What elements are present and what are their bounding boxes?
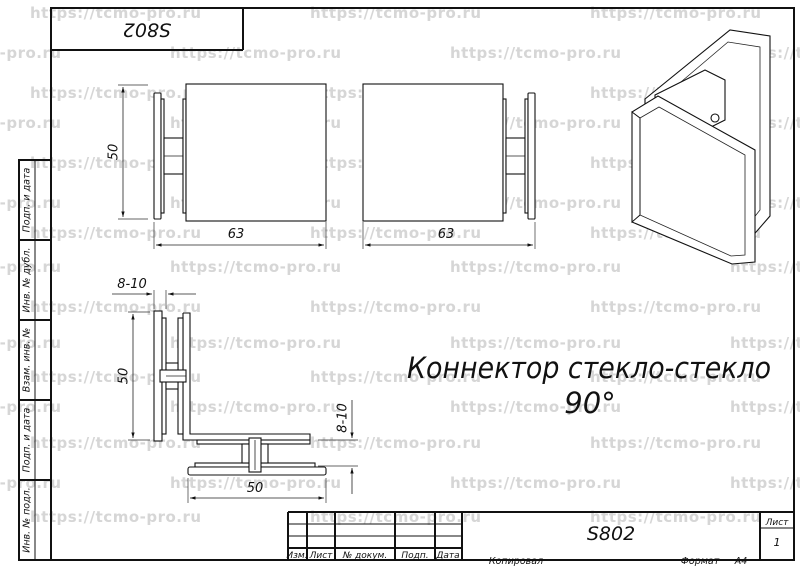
code-box-top: S802 [51, 8, 244, 51]
watermark-text: https://tcmo-pro.ru [310, 224, 482, 242]
watermark-text: https://tcmo-pro.ru [0, 474, 62, 492]
stamp-label-orig-inv: Инв. № подл. [22, 487, 33, 553]
stamp-label-replace-inv: Взам. инв. № [22, 328, 33, 393]
stamp-label-dup-inv: Инв. № дубл. [22, 248, 33, 313]
dim-section-height-value: 50 [117, 368, 132, 385]
watermark-text: https://tcmo-pro.ru [730, 474, 800, 492]
drawing-code-upside-down: S802 [123, 19, 171, 41]
watermark-text: https://tcmo-pro.ru [310, 4, 482, 22]
front-view-left [153, 83, 327, 222]
watermark-text: https://tcmo-pro.ru [30, 298, 202, 316]
watermark-text: https://tcmo-pro.ru [310, 298, 482, 316]
watermark-text: https://tcmo-pro.ru [310, 368, 482, 386]
section-view [153, 310, 327, 476]
dim-front-width-left: 63 [153, 222, 327, 249]
drawing-angle: 90° [564, 386, 615, 420]
watermark-text: https://tcmo-pro.ru [450, 44, 622, 62]
side-stamp: Подп. и дата Инв. № дубл. Взам. инв. № П… [18, 159, 52, 561]
watermark-text: https://tcmo-pro.ru [0, 258, 62, 276]
watermark-text: https://tcmo-pro.ru [0, 334, 62, 352]
dim-front-width-right-value: 63 [438, 227, 455, 242]
stamp-label-sign-date-1: Подп. и дата [22, 167, 33, 232]
title-block: Изм. Лист № докум. Подп. Дата S802 Лист … [286, 511, 794, 561]
watermark-text: https://tcmo-pro.ru [590, 298, 762, 316]
dim-section-width-value: 50 [247, 481, 264, 496]
watermark-text: https://tcmo-pro.ru [0, 398, 62, 416]
stamp-label-sign-date-2: Подп. и дата [22, 407, 33, 472]
watermark-text: https://tcmo-pro.ru [590, 368, 762, 386]
dim-section-gap-top-value: 8-10 [117, 277, 147, 292]
watermark-text: https://tcmo-pro.ru [310, 434, 482, 452]
dim-section-gap-right-value: 8-10 [336, 403, 351, 433]
watermark-text: https://tcmo-pro.ru [30, 4, 202, 22]
format-value: A4 [734, 556, 748, 566]
dim-front-height-value: 50 [107, 144, 122, 161]
front-view-right [362, 83, 536, 222]
col-label-doc-number: № докум. [342, 551, 387, 561]
copied-label: Копировал [489, 556, 543, 566]
watermark-text: https://tcmo-pro.ru [0, 194, 62, 212]
watermark-text: https://tcmo-pro.ru [450, 398, 622, 416]
watermark-text: https://tcmo-pro.ru [590, 434, 762, 452]
dim-front-width-left-value: 63 [228, 227, 245, 242]
drawing-code: S802 [587, 523, 635, 545]
col-label-change: Изм. [286, 551, 307, 561]
watermark-text: https://tcmo-pro.ru [30, 508, 202, 526]
col-label-signature: Подп. [401, 551, 428, 561]
watermark-text: https://tcmo-pro.ru [450, 474, 622, 492]
isometric-view [631, 29, 771, 265]
dim-section-gap-right: 8-10 [318, 400, 358, 494]
watermark-text: https://tcmo-pro.ru [170, 474, 342, 492]
drawing-title: Коннектор стекло-стекло [407, 351, 771, 385]
dim-front-width-right: 63 [362, 222, 536, 249]
dim-front-height: 50 [107, 84, 148, 220]
sheet-label: Лист [765, 518, 790, 528]
watermark-text: https://tcmo-pro.ru [590, 4, 762, 22]
dim-section-width: 50 [187, 478, 327, 503]
format-label: Формат [681, 556, 720, 566]
watermark-text: https://tcmo-pro.ru [170, 334, 342, 352]
watermark-text: https://tcmo-pro.ru [450, 258, 622, 276]
watermark-text: https://tcmo-pro.ru [170, 258, 342, 276]
watermark-text: https://tcmo-pro.ru [730, 334, 800, 352]
watermark-text: https://tcmo-pro.ru [30, 224, 202, 242]
dim-section-height: 50 [117, 311, 150, 441]
watermark-text: https://tcmo-pro.ru [30, 84, 202, 102]
col-label-sheet: Лист [309, 551, 334, 561]
watermark-text: https://tcmo-pro.ru [450, 334, 622, 352]
watermark-text: https://tcmo-pro.ru [170, 44, 342, 62]
watermark-text: https://tcmo-pro.ru [0, 44, 62, 62]
watermark-text: https://tcmo-pro.ru [170, 398, 342, 416]
watermark-text: https://tcmo-pro.ru [30, 434, 202, 452]
dim-section-gap-top: 8-10 [112, 277, 196, 309]
watermark-text: https://tcmo-pro.ru [730, 398, 800, 416]
watermark-text: https://tcmo-pro.ru [0, 114, 62, 132]
col-label-date: Дата [435, 551, 459, 561]
sheet-number: 1 [774, 536, 781, 549]
